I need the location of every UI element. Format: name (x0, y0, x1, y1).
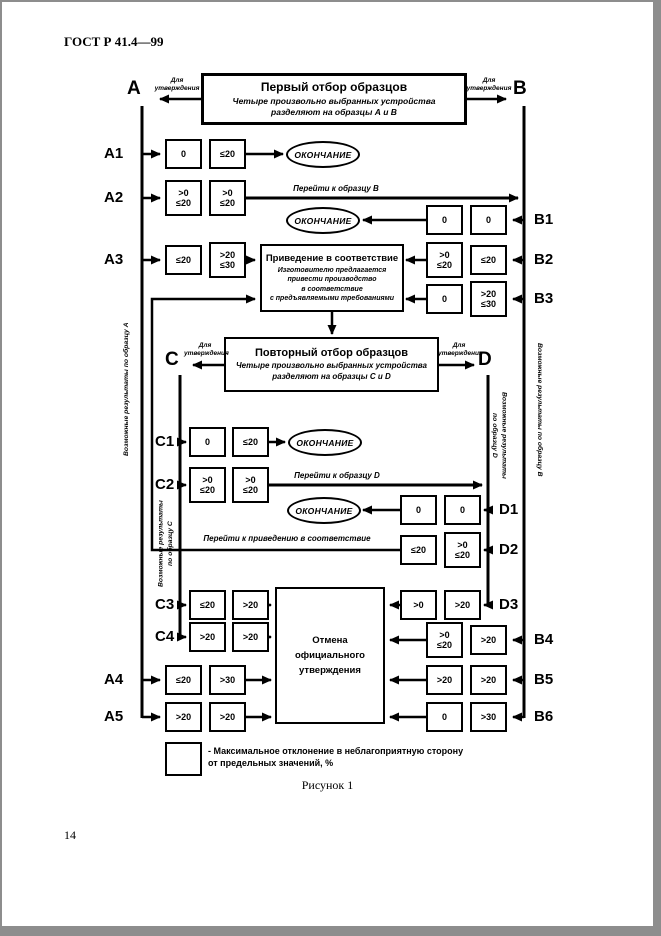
second-selection-title: Повторный отбор образцов (254, 347, 409, 360)
value-box: >20 ≤30 (209, 242, 246, 278)
value-box: 0 (165, 139, 202, 169)
row-label-c2: C2 (155, 476, 175, 493)
value-box: >0 ≤20 (209, 180, 246, 216)
row-label-c1: C1 (155, 433, 175, 450)
row-label-b2: B2 (534, 251, 554, 268)
row-label-d2: D2 (499, 541, 519, 558)
page-number: 14 (64, 828, 76, 842)
value-box: >20 ≤30 (470, 281, 507, 317)
revocation-title: Отмена официального утверждения (295, 634, 365, 677)
compliance-title: Приведение в соответствие (265, 253, 399, 265)
node-b: B (513, 78, 527, 99)
value-box: >0 ≤20 (165, 180, 202, 216)
row-label-a1: A1 (104, 145, 124, 162)
value-box: 0 (189, 427, 226, 457)
row-label-a2: A2 (104, 189, 124, 206)
ending-terminator: ОКОНЧАНИЕ (287, 497, 361, 524)
goto-sample-d-label: Перейти к образцу D (294, 471, 380, 480)
figure-caption: Рисунок 1 (301, 778, 354, 792)
node-d: D (478, 349, 492, 370)
value-box: 0 (444, 495, 481, 525)
first-selection-box: Первый отбор образцов Четыре произвольно… (201, 73, 467, 125)
results-sample-d-label: Возможные результаты по образцу D (491, 391, 508, 479)
value-box: >0 ≤20 (426, 622, 463, 658)
value-box: >20 (426, 665, 463, 695)
value-box: >20 (209, 702, 246, 732)
results-sample-a-label: Возможные результаты по образцу А (123, 322, 131, 457)
value-box: >0 (400, 590, 437, 620)
results-sample-c-label: Возможные результаты по образцу С (157, 500, 174, 588)
second-selection-subtitle: Четыре произвольно выбранных устройства … (236, 361, 427, 381)
for-approval-label: Для утверждения (184, 342, 229, 358)
row-label-b4: B4 (534, 631, 554, 648)
value-box: >20 (470, 665, 507, 695)
ending-terminator: ОКОНЧАНИЕ (288, 429, 362, 456)
value-box: >20 (232, 622, 269, 652)
compliance-subtitle: Изготовителю предлагается привести произ… (269, 267, 395, 302)
row-label-a5: A5 (104, 708, 124, 725)
document-page: ГОСТ Р 41.4—99 (2, 2, 653, 926)
value-box: 0 (426, 284, 463, 314)
value-box: ≤20 (232, 427, 269, 457)
value-box: ≤20 (165, 665, 202, 695)
for-approval-label: Для утверждения (154, 77, 200, 93)
page-header: ГОСТ Р 41.4—99 (64, 34, 164, 49)
row-label-c3: C3 (155, 596, 175, 613)
row-label-b3: B3 (534, 290, 554, 307)
value-box: ≤20 (165, 245, 202, 275)
value-box: >0 ≤20 (189, 467, 226, 503)
value-box: >0 ≤20 (426, 242, 463, 278)
row-label-b5: B5 (534, 671, 554, 688)
first-selection-subtitle: Четыре произвольно выбранных устройства … (232, 95, 436, 117)
row-label-d3: D3 (499, 596, 519, 613)
row-label-b6: B6 (534, 708, 554, 725)
value-box: 0 (400, 495, 437, 525)
goto-sample-b-label: Перейти к образцу В (293, 184, 379, 193)
value-box: >20 (470, 625, 507, 655)
for-approval-label: Для утверждения (438, 342, 483, 358)
node-a: A (127, 78, 141, 99)
for-approval-label: Для утверждения (466, 77, 512, 93)
value-box: ≤20 (209, 139, 246, 169)
value-box: ≤20 (400, 535, 437, 565)
value-box: 0 (426, 205, 463, 235)
node-c: C (165, 349, 179, 370)
row-label-c4: C4 (155, 628, 175, 645)
legend-text: - Максимальное отклонение в неблагоприят… (208, 746, 464, 769)
results-sample-b-label: Возможные результаты по образцу В (535, 342, 543, 477)
legend-symbol-box (165, 742, 202, 776)
value-box: 0 (470, 205, 507, 235)
value-box: >0 ≤20 (444, 532, 481, 568)
row-label-d1: D1 (499, 501, 519, 518)
ending-terminator: ОКОНЧАНИЕ (286, 141, 360, 168)
value-box: >20 (189, 622, 226, 652)
flowchart-connectors (140, 94, 526, 722)
first-selection-title: Первый отбор образцов (260, 79, 408, 94)
goto-compliance-label: Перейти к приведению в соответствие (203, 534, 371, 543)
row-label-a3: A3 (104, 251, 124, 268)
ending-terminator: ОКОНЧАНИЕ (286, 207, 360, 234)
row-label-a4: A4 (104, 671, 124, 688)
value-box: >20 (232, 590, 269, 620)
value-box: >30 (209, 665, 246, 695)
value-box: >0 ≤20 (232, 467, 269, 503)
value-box: 0 (426, 702, 463, 732)
value-box: >20 (444, 590, 481, 620)
second-selection-box: Повторный отбор образцов Четыре произвол… (224, 337, 439, 392)
compliance-box: Приведение в соответствие Изготовителю п… (260, 244, 404, 312)
row-label-b1: B1 (534, 211, 554, 228)
value-box: >30 (470, 702, 507, 732)
value-box: ≤20 (470, 245, 507, 275)
value-box: ≤20 (189, 590, 226, 620)
revocation-box: Отмена официального утверждения (275, 587, 385, 724)
value-box: >20 (165, 702, 202, 732)
